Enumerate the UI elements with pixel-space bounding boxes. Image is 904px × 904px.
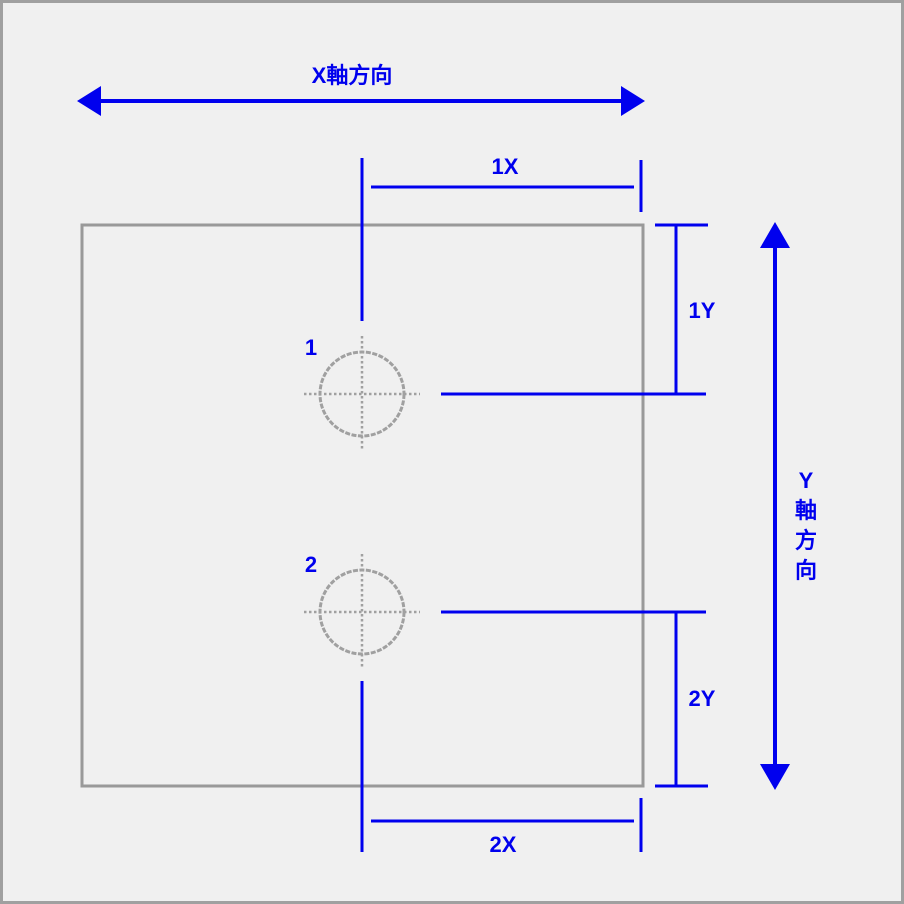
x-axis-label: X軸方向: [312, 63, 393, 88]
hole-2: [304, 554, 420, 668]
hole-1-label: 1: [305, 335, 317, 360]
dimension-1y-label: 1Y: [689, 298, 716, 323]
y-axis-label-char: Y: [799, 468, 814, 493]
dimension-1y: [441, 223, 708, 396]
y-axis-label-char: 向: [795, 558, 817, 583]
dimension-2y: [441, 610, 708, 788]
y-axis-label-char: 軸: [795, 498, 817, 523]
dimension-2y-label: 2Y: [689, 686, 716, 711]
y-axis-label: Y 軸 方 向: [795, 468, 817, 583]
dimension-1x-label: 1X: [492, 154, 519, 179]
y-axis-arrow: [760, 222, 790, 790]
dimension-2x-label: 2X: [490, 832, 517, 857]
hole-2-label: 2: [305, 552, 317, 577]
x-axis-arrow: [77, 86, 645, 116]
y-axis-label-char: 方: [795, 528, 817, 553]
dimension-1x: [371, 160, 643, 212]
dimension-2x: [371, 798, 643, 852]
hole-1: [304, 336, 420, 450]
